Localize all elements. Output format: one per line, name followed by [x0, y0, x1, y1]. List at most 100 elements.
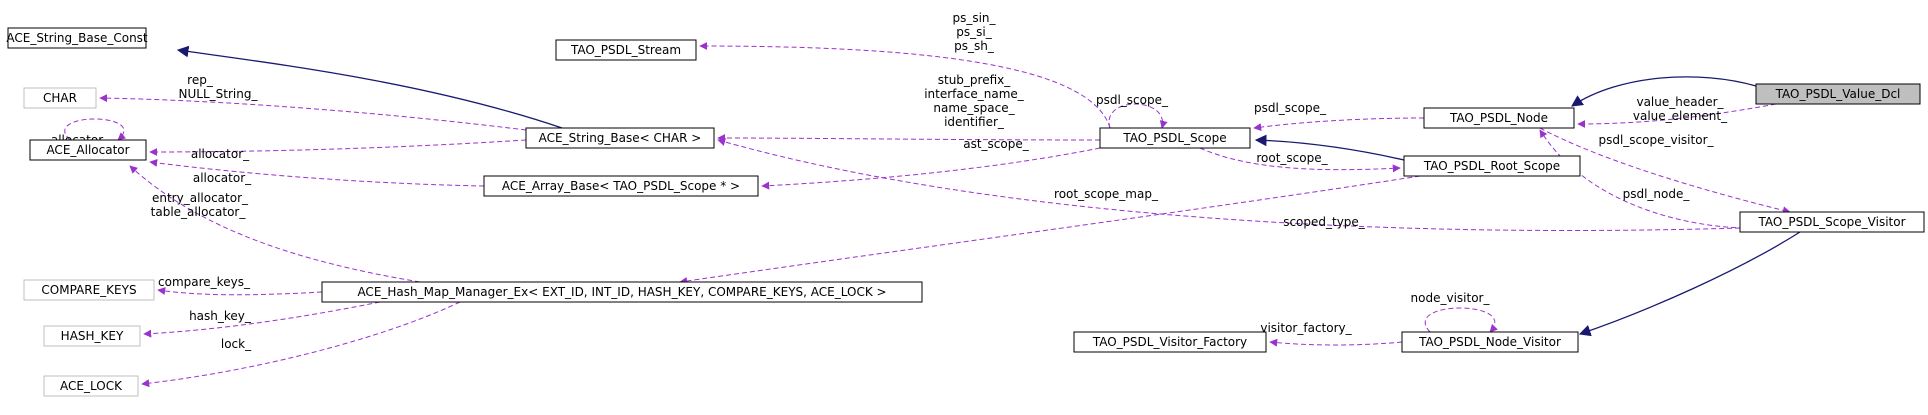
class-node-box [525, 127, 715, 149]
class-node-label: TAO_PSDL_Root_Scope [1423, 159, 1560, 173]
edge-label: ast_scope_ [963, 137, 1030, 151]
edge-label: identifier_ [944, 115, 1005, 129]
usage-edge-aab-alloc [149, 158, 485, 187]
inheritance-edge-sv-nv [1578, 231, 1801, 337]
class-node-label: TAO_PSDL_Scope_Visitor [1757, 215, 1905, 229]
edge-label: psdl_node_ [1623, 187, 1691, 201]
edge-label: psdl_scope_ [1096, 93, 1169, 107]
usage-edge-valdcl-node [1577, 103, 1777, 128]
edge-label: compare_keys_ [158, 275, 251, 289]
class-node-scope[interactable]: TAO_PSDL_Scope [1099, 127, 1251, 149]
class-node-alloc[interactable]: ACE_Allocator [29, 139, 147, 161]
class-node-asb[interactable]: ACE_String_Base< CHAR > [525, 127, 715, 149]
class-node-aab[interactable]: ACE_Array_Base< TAO_PSDL_Scope * > [483, 175, 759, 197]
edge-label: allocator_ [193, 171, 252, 185]
usage-edge-alloc-alloc [64, 118, 127, 141]
usage-edge-scope-asb [717, 134, 1101, 143]
class-node-box [1401, 331, 1579, 353]
class-node-box [1739, 211, 1925, 233]
class-node-label: CHAR [43, 91, 77, 105]
class-node-box [1403, 155, 1581, 177]
inheritance-edge-root-scope [1254, 134, 1405, 161]
inheritance-edge-asb-ascb [176, 45, 563, 129]
class-node-box [1099, 127, 1251, 149]
class-node-lock[interactable]: ACE_LOCK [43, 375, 139, 397]
usage-edge-node-sv [1539, 127, 1791, 215]
edge-label: psdl_scope_visitor_ [1598, 133, 1714, 147]
edge-label: ps_sh_ [954, 39, 995, 53]
class-node-box [43, 375, 139, 397]
edge-label: ps_sin_ [952, 11, 996, 25]
usage-edge-sv-asb [717, 138, 1741, 231]
class-node-box [7, 27, 147, 49]
class-node-label: ACE_String_Base< CHAR > [539, 131, 702, 145]
edge-label: entry_allocator_ [152, 191, 249, 205]
class-node-hk[interactable]: HASH_KEY [43, 325, 141, 347]
class-node-box [1755, 83, 1921, 105]
class-node-nv[interactable]: TAO_PSDL_Node_Visitor [1401, 331, 1579, 353]
edge-label: name_space_ [933, 101, 1015, 115]
class-node-box [23, 87, 97, 109]
edge-labels: rep_NULL_String_allocator_allocator_allo… [51, 11, 1728, 351]
usage-edge-node-scope [1253, 117, 1425, 132]
edge-label: scoped_type_ [1283, 215, 1366, 229]
usage-edge-scope-stream [699, 42, 1111, 129]
usage-edge-nv-nv [1424, 307, 1498, 333]
edge-label: root_scope_ [1256, 151, 1328, 165]
class-node-ascb[interactable]: ACE_String_Base_Const [6, 27, 148, 49]
usage-edge-root-hmm [679, 175, 1421, 285]
class-node-label: TAO_PSDL_Scope [1122, 131, 1226, 145]
edge-label: table_allocator_ [151, 205, 247, 219]
class-node-root[interactable]: TAO_PSDL_Root_Scope [1403, 155, 1581, 177]
class-node-box [1073, 331, 1267, 353]
edges [64, 42, 1801, 388]
class-node-label: TAO_PSDL_Stream [570, 43, 681, 57]
class-node-label: ACE_Array_Base< TAO_PSDL_Scope * > [502, 179, 740, 193]
class-node-stream[interactable]: TAO_PSDL_Stream [555, 39, 697, 61]
class-node-vf[interactable]: TAO_PSDL_Visitor_Factory [1073, 331, 1267, 353]
edge-label: value_element_ [1633, 109, 1728, 123]
class-node-ck[interactable]: COMPARE_KEYS [23, 279, 155, 301]
usage-edge-sv-node [1539, 129, 1761, 229]
class-node-box [555, 39, 697, 61]
class-node-node[interactable]: TAO_PSDL_Node [1423, 107, 1575, 129]
edge-label: ps_si_ [956, 25, 992, 39]
edge-label: node_visitor_ [1411, 291, 1491, 305]
edge-label: psdl_scope_ [1254, 101, 1327, 115]
class-node-sv[interactable]: TAO_PSDL_Scope_Visitor [1739, 211, 1925, 233]
class-node-box [1423, 107, 1575, 129]
class-node-label: HASH_KEY [61, 329, 124, 343]
class-node-label: TAO_PSDL_Value_Dcl [1775, 87, 1901, 101]
class-node-box [483, 175, 759, 197]
edge-label: NULL_String_ [179, 87, 259, 101]
edge-label: interface_name_ [924, 87, 1025, 101]
class-node-label: ACE_Allocator [46, 143, 129, 157]
class-node-box [23, 279, 155, 301]
class-node-box [321, 281, 923, 303]
class-node-box [43, 325, 141, 347]
edge-label: stub_prefix_ [938, 73, 1012, 87]
edge-label: value_header_ [1636, 95, 1724, 109]
usage-edge-hmm-ck [157, 287, 323, 296]
class-node-label: COMPARE_KEYS [41, 283, 136, 297]
class-node-hmm[interactable]: ACE_Hash_Map_Manager_Ex< EXT_ID, INT_ID,… [321, 281, 923, 303]
edge-label: root_scope_map_ [1054, 187, 1159, 201]
edge-label: hash_key_ [189, 309, 252, 323]
usage-edge-asb-char [99, 94, 527, 131]
inheritance-edge-valdcl-node [1571, 76, 1757, 107]
class-node-box [29, 139, 147, 161]
class-node-label: TAO_PSDL_Node [1449, 111, 1548, 125]
class-node-label: ACE_String_Base_Const [6, 31, 148, 45]
class-node-char[interactable]: CHAR [23, 87, 97, 109]
class-node-label: TAO_PSDL_Node_Visitor [1418, 335, 1561, 349]
usage-edge-asb-alloc [149, 139, 527, 156]
usage-edge-scope-scope [1108, 103, 1168, 129]
usage-edge-nv-vf [1269, 338, 1403, 347]
class-node-label: ACE_LOCK [60, 379, 123, 393]
edge-label: lock_ [221, 337, 252, 351]
class-node-valdcl[interactable]: TAO_PSDL_Value_Dcl [1755, 83, 1921, 105]
usage-edge-hmm-hk [143, 301, 381, 338]
usage-edge-hmm-alloc [129, 165, 421, 283]
class-node-label: ACE_Hash_Map_Manager_Ex< EXT_ID, INT_ID,… [357, 285, 886, 299]
